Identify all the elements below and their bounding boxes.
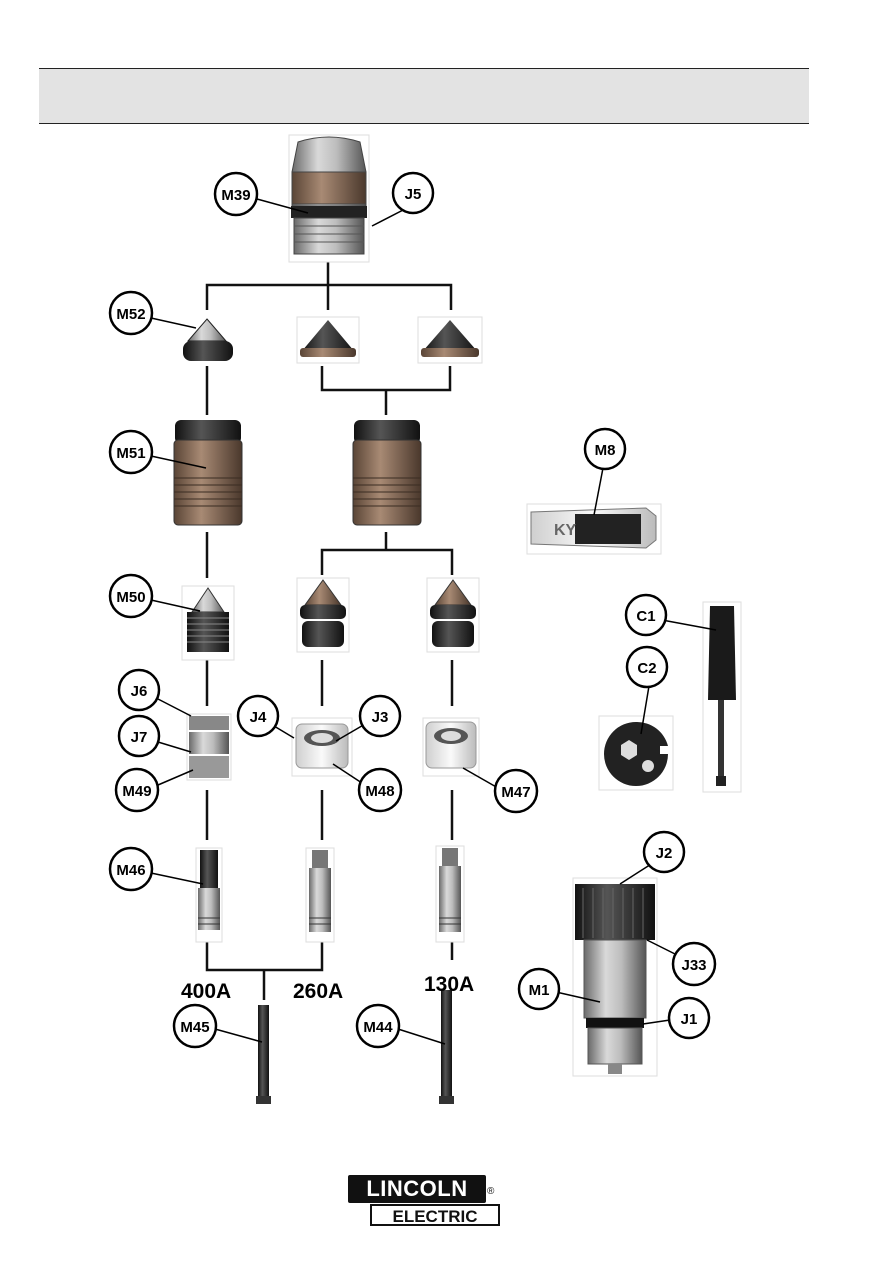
logo-electric: ELECTRIC [370,1204,500,1226]
swirl-ring-m49-image [186,713,232,781]
callout-label: M49 [122,783,151,800]
callout-m51: M51 [108,429,154,475]
callout-label: M51 [116,445,145,462]
callout-j1: J1 [667,996,711,1040]
callout-label: M45 [180,1019,209,1036]
callout-label: M48 [365,783,394,800]
shield-130a-image [417,316,483,364]
amperage-label-260a: 260A [293,980,343,1003]
callout-label: J33 [681,957,706,974]
callout-m46: M46 [108,846,154,892]
callout-label: J6 [131,683,148,700]
electrode-130a-image [435,845,465,943]
torch-head-image [572,877,658,1077]
screwdriver-image [702,601,742,793]
electrode-260a-image [305,847,335,943]
amperage-label-130a: 130A [424,973,474,996]
callout-j3: J3 [358,694,402,738]
callout-label: J2 [656,845,673,862]
callout-m45: M45 [172,1003,218,1049]
callout-label: M44 [363,1019,393,1036]
shield-cap-image [352,420,422,526]
callout-m44: M44 [355,1003,401,1049]
callout-m48: M48 [357,767,403,813]
nozzle-260a-image [296,577,350,653]
shield-260a-image [296,316,360,364]
lubricant-tube-image: KY [526,503,662,555]
callout-label: M39 [221,187,250,204]
retaining-cap-image [288,134,370,263]
callout-label: M47 [501,784,530,801]
callout-label: J7 [131,729,148,746]
tube-text: KY [554,522,577,539]
header-band [39,68,809,124]
callout-m50: M50 [108,573,154,619]
logo-lincoln: LINCOLN [348,1175,486,1203]
callout-m39: M39 [213,171,259,217]
callout-label: J5 [405,186,422,203]
swirl-ring-m48-image [291,717,353,777]
callout-label: J1 [681,1011,698,1028]
callout-label: M8 [595,442,616,459]
callout-m49: M49 [114,767,160,813]
callout-j5: J5 [391,171,435,215]
logo-registered-mark: ® [487,1186,495,1197]
callout-j6: J6 [117,668,161,712]
callout-c2: C2 [625,645,669,689]
callout-label: M52 [116,306,145,323]
swirl-ring-m47-image [422,717,480,777]
callout-label: C2 [637,660,656,677]
callout-j4: J4 [236,694,280,738]
callout-j7: J7 [117,714,161,758]
callout-c1: C1 [624,593,668,637]
callout-label: J3 [372,709,389,726]
connector-lines [205,262,454,1000]
callout-m47: M47 [493,768,539,814]
callout-label: C1 [636,608,655,625]
callout-j33: J33 [671,941,717,987]
callout-m1: M1 [517,967,561,1011]
amperage-label-400a: 400A [181,980,231,1003]
wrench-disk-image [598,715,674,791]
callout-label: J4 [250,709,267,726]
shield-cap-m51-image [173,420,243,526]
gas-tube-m45-image [256,1005,271,1104]
gas-tube-m44-image [439,990,454,1104]
callout-m52: M52 [108,290,154,336]
shield-m52-image [183,318,233,361]
callout-label: M1 [529,982,550,999]
nozzle-130a-image [426,577,480,653]
lincoln-electric-logo: LINCOLN ® ELECTRIC [348,1175,502,1227]
callout-label: M50 [116,589,145,606]
callout-m8: M8 [583,427,627,471]
electrode-m46-image [195,847,223,943]
callout-j2: J2 [642,830,686,874]
callout-label: M46 [116,862,145,879]
nozzle-m50-image [181,585,235,661]
